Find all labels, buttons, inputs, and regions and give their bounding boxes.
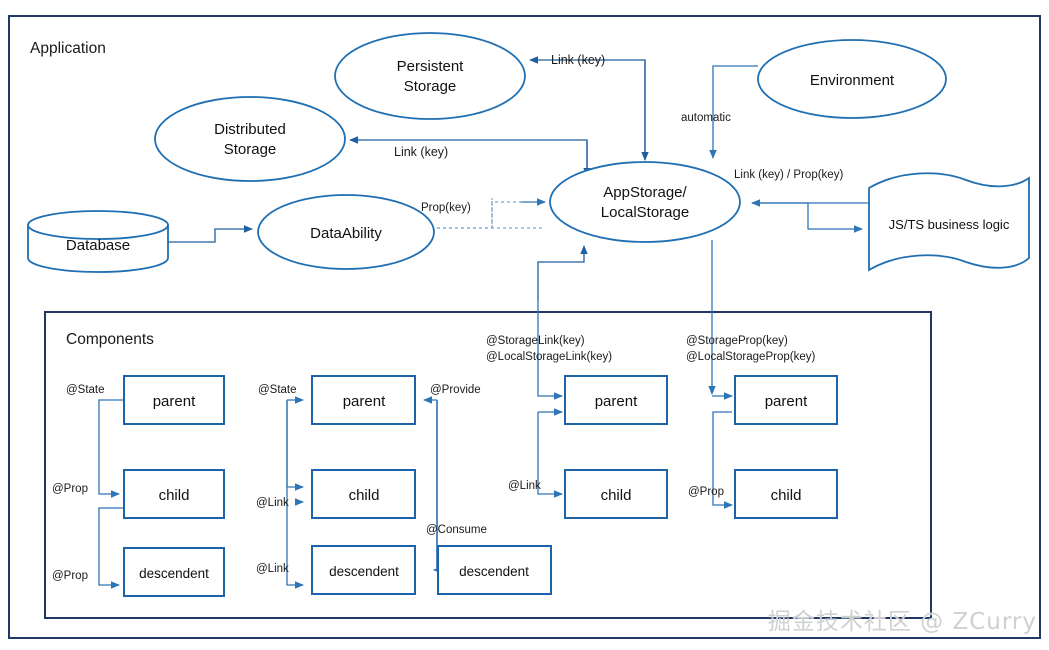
label-automatic: automatic [681,112,731,124]
col2-label-link-2: @Link [256,563,289,575]
col2-box-child[interactable] [311,469,416,519]
col1-label-prop-1: @Prop [52,483,88,495]
label-storage-prop: @StorageProp(key) [686,335,788,347]
col4-parent-label: parent [765,393,808,410]
node-dataability[interactable] [257,194,435,270]
node-database[interactable] [27,210,169,273]
col2-label-state: @State [258,384,297,396]
edge-environment-appstorage [709,65,758,159]
distributed-storage-line2: Storage [224,141,277,158]
label-storage-link: @StorageLink(key) [486,335,585,347]
col3-parent-label: parent [595,393,638,410]
dataability-label: DataAbility [310,225,382,242]
col4-box-child[interactable] [734,469,838,519]
col2-consume-descendent-label: descendent [459,564,529,579]
col2-label-provide: @Provide [430,384,481,396]
edge-col1-state-prop [98,399,124,498]
application-frame-title: Application [30,40,106,57]
appstorage-line2: LocalStorage [601,204,689,221]
edge-col3-appstorage [537,245,588,300]
label-link-prop-key: Link (key) / Prop(key) [734,169,843,181]
application-frame [8,15,1041,639]
col1-label-state: @State [66,384,105,396]
components-frame-title: Components [66,331,154,348]
col2-box-consume-descendent[interactable] [437,545,552,595]
appstorage-line1: AppStorage/ [603,184,687,201]
label-local-storage-link: @LocalStorageLink(key) [486,351,612,363]
label-local-storage-prop: @LocalStorageProp(key) [686,351,815,363]
edge-dataability-elbow [437,201,522,229]
components-frame [44,311,932,619]
col1-descendent-label: descendent [139,566,209,581]
edge-col2-consume-path [434,400,438,571]
edge-col2-state-riser [286,400,304,491]
environment-label: Environment [810,72,895,89]
edge-col1-prop-descendent [98,507,124,589]
node-distributed-storage[interactable] [154,96,346,182]
node-business-logic[interactable] [868,172,1030,272]
col1-box-parent[interactable] [123,375,225,425]
col3-box-child[interactable] [564,469,668,519]
col1-parent-label: parent [153,393,196,410]
col4-label-prop: @Prop [688,486,724,498]
col1-box-child[interactable] [123,469,225,519]
business-logic-label: JS/TS business logic [889,217,1010,232]
col3-label-link: @Link [508,480,541,492]
label-link-key-persistent: Link (key) [551,53,605,67]
edge-appstorage-businesslogic [752,202,863,233]
col2-child-label: child [349,487,380,504]
col3-box-parent[interactable] [564,375,668,425]
edge-col3-riser [537,300,563,400]
col1-label-prop-2: @Prop [52,570,88,582]
node-environment[interactable] [757,39,947,119]
distributed-storage-line1: Distributed [214,121,286,138]
col2-label-link-1: @Link [256,497,289,509]
col2-box-parent[interactable] [311,375,416,425]
edge-col4-parent-child [712,411,733,509]
persistent-storage-line2: Storage [404,78,457,95]
col2-descendent-label: descendent [329,564,399,579]
edge-col3-link-riser [537,412,563,498]
col3-child-label: child [601,487,632,504]
col4-child-label: child [771,487,802,504]
col1-child-label: child [159,487,190,504]
col4-box-parent[interactable] [734,375,838,425]
edge-col2-link-riser [286,400,304,589]
col1-box-descendent[interactable] [123,547,225,597]
col2-box-descendent[interactable] [311,545,416,595]
database-label: Database [66,237,130,254]
node-appstorage-localstorage[interactable] [549,161,741,243]
edge-appstorage-distributed [349,136,588,180]
node-persistent-storage[interactable] [334,32,526,120]
col2-label-consume: @Consume [426,524,487,536]
edge-database-dataability [168,225,253,243]
label-link-key-distributed: Link (key) [394,145,448,159]
persistent-storage-line1: Persistent [397,58,465,75]
label-prop-key-dataability: Prop(key) [421,202,471,214]
col2-parent-label: parent [343,393,386,410]
